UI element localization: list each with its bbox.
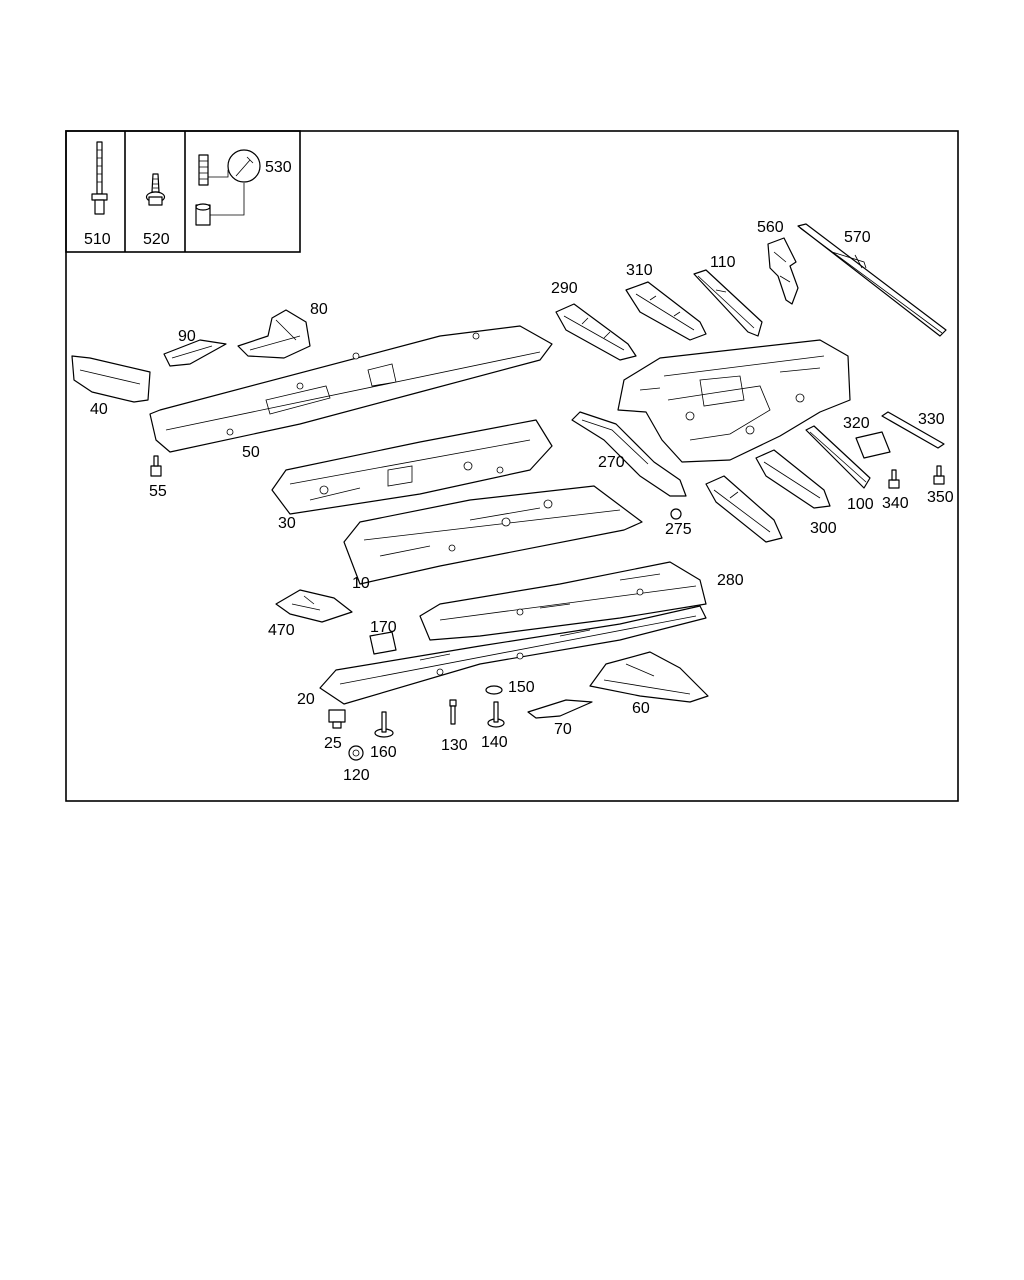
part-label-280: 280 [717,572,744,589]
part-30 [271,419,553,515]
part-275 [670,508,682,520]
screw-520-icon [145,173,166,206]
part-310 [625,281,707,341]
part-label-55: 55 [149,483,167,500]
part-label-20: 20 [297,691,315,708]
part-25 [328,709,346,729]
part-label-270: 270 [598,454,625,471]
part-label-70: 70 [554,721,572,738]
inset-label-520: 520 [143,231,170,248]
part-label-160: 160 [370,744,397,761]
part-70 [527,699,593,719]
part-130 [449,699,457,725]
part-label-350: 350 [927,489,954,506]
part-340 [888,469,900,489]
part-label-80: 80 [310,301,328,318]
part-10 [343,485,643,585]
stud-530-icon [195,149,261,226]
part-label-110: 110 [710,254,736,271]
part-280 [419,561,707,641]
part-110 [693,269,763,337]
part-label-310: 310 [626,262,653,279]
part-label-320: 320 [843,415,870,432]
part-270 [571,411,687,497]
part-160 [374,711,394,738]
inset-label-530: 530 [265,159,292,176]
part-90 [163,339,227,367]
part-label-170: 170 [370,619,397,636]
diagram-frame [65,130,959,802]
part-label-560: 560 [757,219,784,236]
part-label-90: 90 [178,328,196,345]
part-300 [705,475,783,543]
part-140 [487,701,505,728]
part-150 [485,685,503,695]
part-330 [881,411,945,449]
part-350 [933,465,945,485]
part-label-130: 130 [441,737,468,754]
part-label-40: 40 [90,401,108,418]
part-55 [150,455,162,477]
part-60 [589,651,709,703]
part-570 [797,223,947,337]
part-label-150: 150 [508,679,535,696]
part-label-25: 25 [324,735,342,752]
part-20 [319,605,707,705]
part-170 [369,631,397,655]
inset-label-510: 510 [84,231,111,248]
part-label-290: 290 [551,280,578,297]
part-120 [348,745,364,761]
part-470 [275,589,353,623]
bolt-510-icon [91,141,108,215]
part-label-275: 275 [665,521,692,538]
part-290 [555,303,637,361]
part-label-570: 570 [844,229,871,246]
part-label-300: 300 [810,520,837,537]
part-label-120: 120 [343,767,370,784]
part-label-470: 470 [268,622,295,639]
part-560 [767,237,799,305]
part-50 [149,325,553,453]
part-label-10: 10 [352,575,370,592]
part-100 [805,425,871,489]
inset-box [65,130,301,253]
part-300-rear [755,449,831,509]
floor-assembly [617,339,851,463]
part-label-30: 30 [278,515,296,532]
part-80 [237,309,311,359]
part-label-340: 340 [882,495,909,512]
part-label-50: 50 [242,444,260,461]
part-label-140: 140 [481,734,508,751]
part-40 [71,355,151,403]
part-label-100: 100 [847,496,874,513]
part-320 [855,431,891,459]
part-label-60: 60 [632,700,650,717]
part-label-330: 330 [918,411,945,428]
